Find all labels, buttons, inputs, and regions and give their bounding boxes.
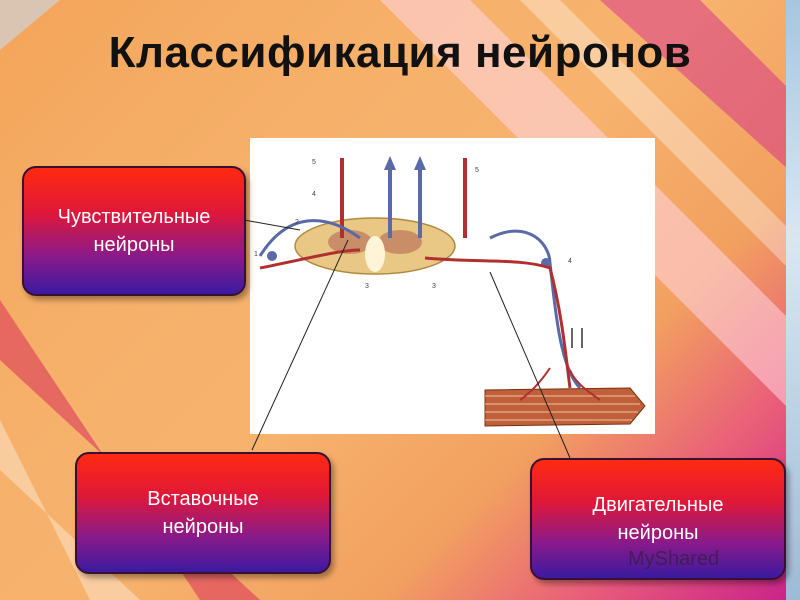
motor-neurons-label-box: Двигательные нейроны <box>530 458 786 580</box>
interneurons-label-line1: Вставочные <box>147 488 259 510</box>
interneurons-label-line2: нейроны <box>162 516 244 538</box>
slide-title: Классификация нейронов <box>108 28 692 77</box>
motor-label-line2: нейроны <box>617 522 699 544</box>
figure-label: 2 <box>295 219 299 226</box>
interneurons-label-box: Вставочные нейроны <box>75 452 331 574</box>
sensory-label-line1: Чувствительные <box>57 206 211 228</box>
motor-label-line1: Двигательные <box>592 494 724 516</box>
figure-label: 3 <box>365 283 369 290</box>
figure-label: 4 <box>312 191 316 198</box>
figure-label: 1 <box>254 251 258 258</box>
figure-label: 3 <box>432 283 436 290</box>
spinal-reflex-figure: 5 4 2 1 3 3 5 4 <box>250 138 655 434</box>
spinal-cord-diagram: 5 4 2 1 3 3 5 4 <box>254 156 646 427</box>
figure-label: 4 <box>568 258 572 265</box>
figure-label: 5 <box>475 167 479 174</box>
sensory-neurons-label-box: Чувствительные нейроны <box>22 166 246 296</box>
sensory-label-line2: нейроны <box>93 234 175 256</box>
figure-label: 5 <box>312 159 316 166</box>
watermark-logo: MyShared <box>628 548 720 570</box>
window-edge <box>786 0 800 600</box>
